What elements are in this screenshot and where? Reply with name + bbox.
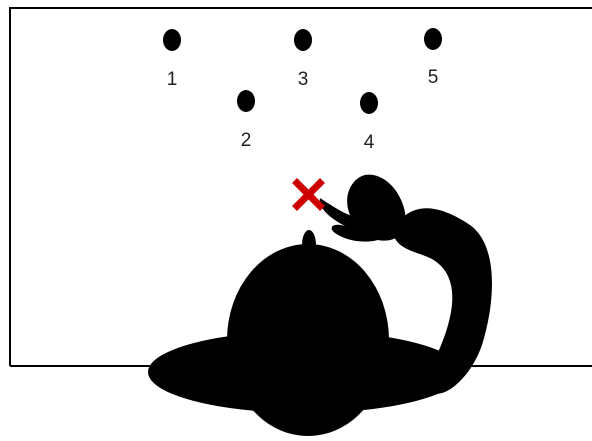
target-4: 4: [360, 92, 378, 153]
target-label-5: 5: [428, 67, 439, 88]
target-dot-4: [360, 92, 378, 114]
target-3: 3: [294, 29, 312, 90]
target-1: 1: [163, 29, 181, 90]
target-label-1: 1: [167, 69, 178, 90]
person-silhouette: [148, 175, 492, 436]
target-dot-2: [237, 90, 255, 112]
target-2: 2: [237, 90, 255, 151]
red-x-marker: [297, 183, 320, 206]
target-5: 5: [424, 28, 442, 88]
hand: [320, 175, 406, 242]
target-label-2: 2: [241, 130, 252, 151]
head: [227, 244, 389, 436]
nose: [302, 230, 316, 260]
target-dot-3: [294, 29, 312, 51]
target-dot-1: [163, 29, 181, 51]
target-dot-5: [424, 28, 442, 50]
target-label-3: 3: [298, 69, 309, 90]
target-label-4: 4: [364, 132, 375, 153]
